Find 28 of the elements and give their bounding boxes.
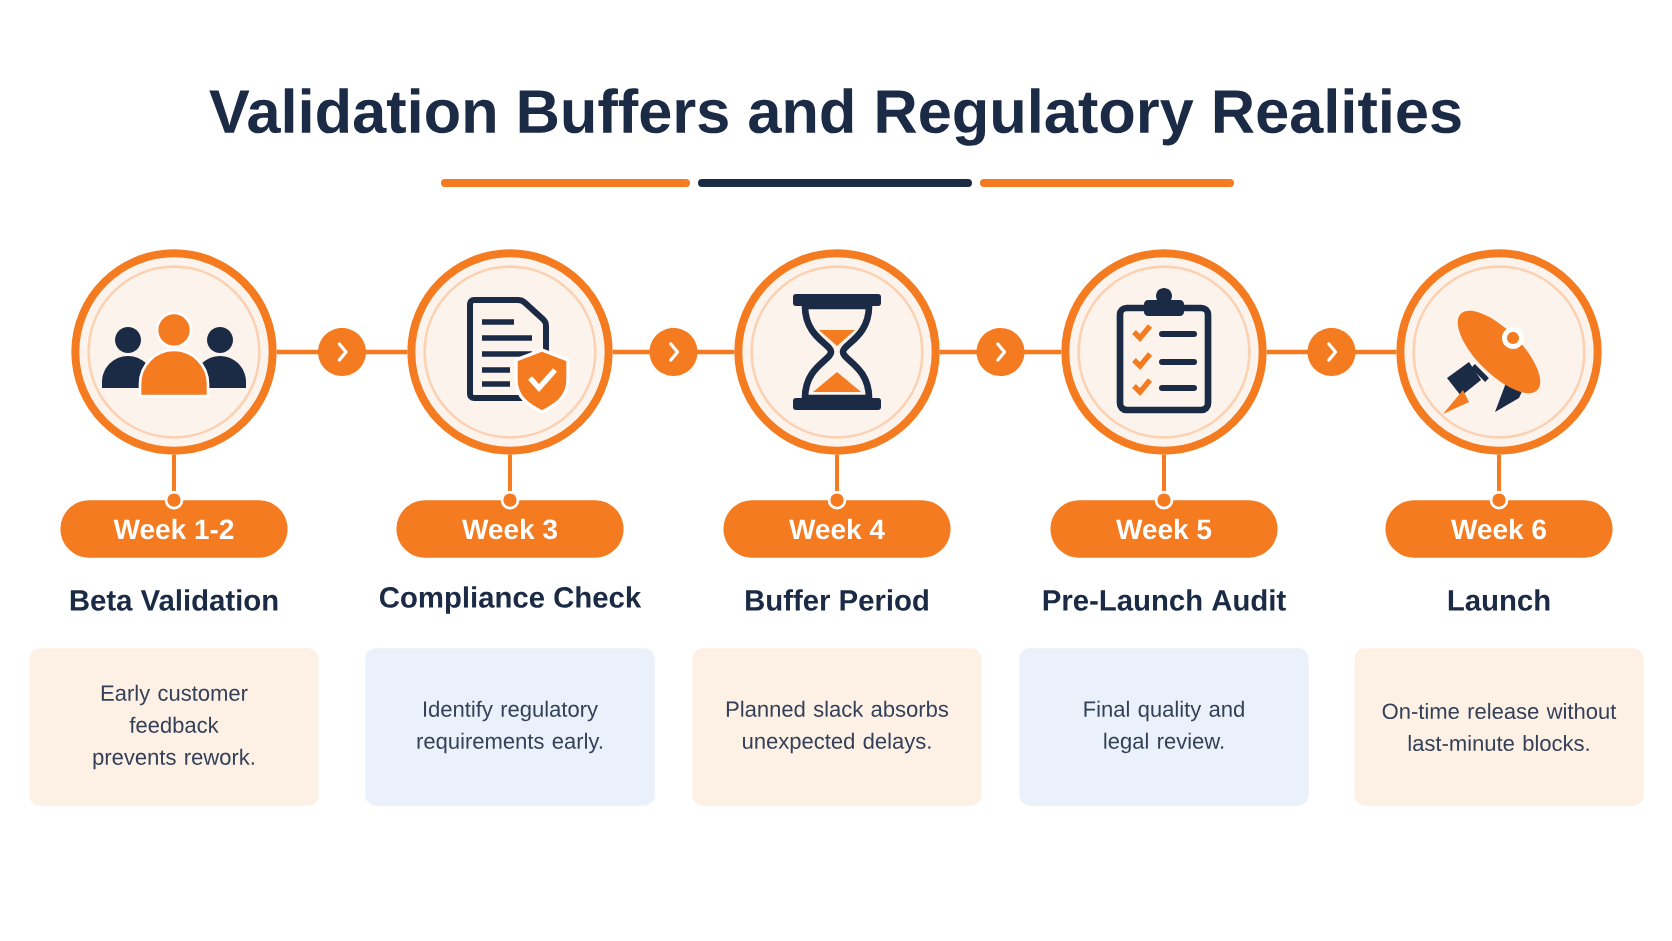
connector-line — [500, 454, 520, 510]
step-heading: Beta Validation — [70, 589, 278, 611]
arrow — [276, 328, 408, 376]
step-circle — [407, 249, 613, 455]
step-heading: Pre-Launch Audit — [1043, 589, 1286, 611]
card-body: Final quality and legal review. — [1019, 648, 1309, 806]
connector-line — [827, 454, 847, 510]
connector-line — [164, 454, 184, 510]
arrow — [612, 328, 735, 376]
step-heading: Buffer Period — [746, 589, 928, 611]
week-pill: Week 1-2 — [60, 500, 288, 558]
week-pill: Week 6 — [1385, 500, 1613, 558]
title: Validation Buffers and Regulatory Realities — [209, 88, 1461, 146]
card-body: Early customer feedback prevents rework. — [29, 648, 319, 806]
step-circle — [734, 249, 940, 455]
week-pill: Week 4 — [723, 500, 951, 558]
connector-line — [1154, 454, 1174, 510]
step-circle — [1061, 249, 1267, 455]
arrow — [939, 328, 1062, 376]
card-body: On-time release without last-minute blocks. — [1354, 648, 1644, 806]
card-body: Planned slack absorbs unexpected delays. — [692, 648, 982, 806]
card-body: Identify regulatory requirements early. — [365, 648, 655, 806]
step-heading: Launch — [1448, 589, 1550, 611]
arrow — [1266, 328, 1397, 376]
week-pill: Week 3 — [396, 500, 624, 558]
connector-line — [1489, 454, 1509, 510]
week-pill: Week 5 — [1050, 500, 1278, 558]
step-heading: Compliance Check — [380, 586, 642, 614]
